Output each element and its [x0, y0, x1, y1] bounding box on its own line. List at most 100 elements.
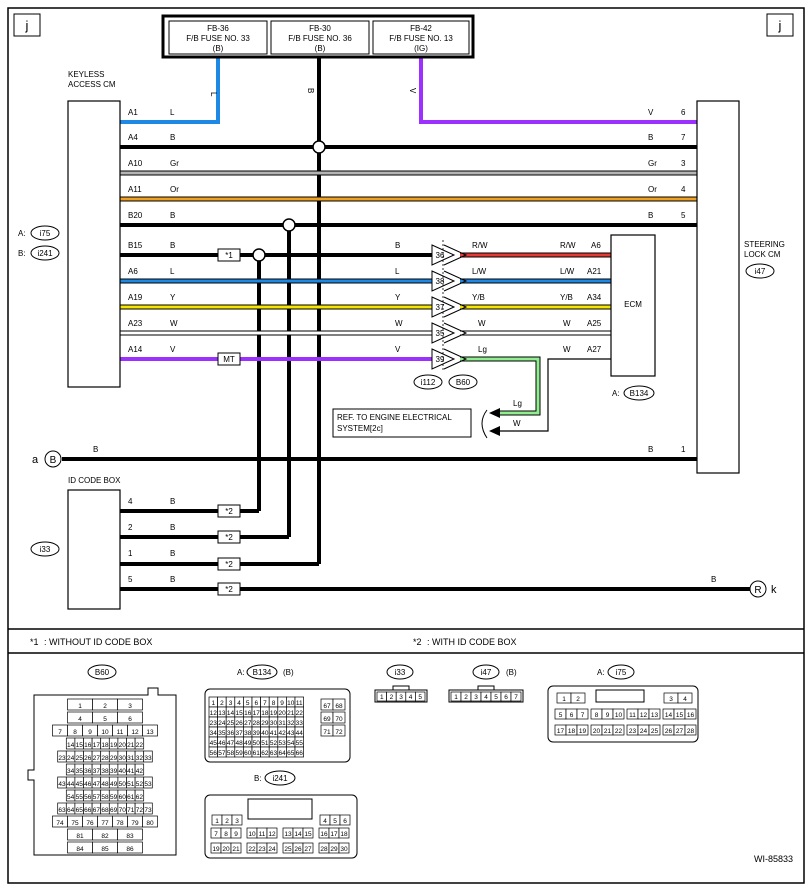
pin-number: 8	[272, 700, 276, 707]
pin-label: A4	[128, 133, 138, 142]
pin-number: 23	[258, 846, 266, 853]
b60-name: B60	[95, 668, 110, 677]
pin-cell	[332, 711, 346, 724]
pin-number: 58	[227, 750, 235, 757]
connector-tag	[264, 770, 296, 786]
ecm-title: ECM	[624, 300, 642, 309]
pin-cell	[339, 814, 351, 826]
wire-color-label: L	[170, 267, 175, 276]
pin-cell	[648, 724, 661, 736]
pin-number: 1	[211, 700, 215, 707]
pin-number: 46	[218, 740, 226, 747]
pin-cell	[510, 691, 522, 702]
pin-number: 12	[640, 712, 648, 719]
pin-number: 16	[320, 831, 328, 838]
pin-number: 79	[131, 820, 139, 827]
pin-number: 13	[284, 831, 292, 838]
pin-number: 24	[268, 846, 276, 853]
connector-tag	[246, 664, 278, 680]
i241-outline	[204, 794, 358, 859]
pin-number: 81	[76, 833, 84, 840]
pin-number: 6	[128, 716, 132, 723]
pin-number: 40	[261, 730, 269, 737]
pin-cell	[134, 789, 145, 802]
pin-number: 13	[146, 729, 154, 736]
b134-label: A:	[237, 668, 245, 677]
pin-number: 5	[246, 700, 250, 707]
i33-key	[392, 685, 410, 691]
pin-number: 25	[284, 846, 292, 853]
ecm-wire-labels: B15 B B R/W R/W A6 A6 L L L/W L/W A21 A1…	[128, 241, 602, 354]
splice-mark: *2	[225, 533, 233, 542]
pin-number: 15	[304, 831, 312, 838]
drawing-id: WI-85833	[754, 854, 793, 864]
splice-mark: *2	[225, 585, 233, 594]
pin-number: 2	[464, 694, 468, 701]
pin-number: 70	[335, 716, 343, 723]
pin-number: 28	[320, 846, 328, 853]
pin-number: 33	[296, 720, 304, 727]
pin-number: 7	[581, 712, 585, 719]
pin-number: 61	[127, 794, 135, 801]
splice-box-star1	[217, 248, 241, 262]
pin-number: 13	[218, 710, 226, 717]
pin-number: 56	[210, 750, 218, 757]
connector-a-label: A:	[18, 229, 26, 238]
pin-label: A10	[128, 159, 143, 168]
pin-number: 46	[84, 781, 92, 788]
pin-number: 37	[93, 768, 101, 775]
pin-number: 18	[340, 831, 348, 838]
pin-label: A21	[587, 267, 602, 276]
wire-color-label: B	[170, 211, 175, 220]
pin-number: 84	[76, 846, 84, 853]
page-frame	[7, 7, 805, 884]
pin-number: 27	[244, 720, 252, 727]
pin-number: 19	[579, 728, 587, 735]
pin-number: 17	[93, 742, 101, 749]
wire-color-label: Gr	[170, 159, 179, 168]
pin-cell	[117, 828, 143, 841]
pin-number: 56	[84, 794, 92, 801]
pin-number: 24	[67, 755, 75, 762]
legend-note-1: : WITHOUT ID CODE BOX	[44, 637, 152, 647]
i75-name: i75	[616, 668, 627, 677]
pin-number: 10	[287, 700, 295, 707]
pin-cell	[134, 763, 145, 776]
pin-number: 41	[127, 768, 135, 775]
pin-label: 3	[681, 159, 686, 168]
pin-cell	[134, 737, 145, 750]
fuse-wire-color: V	[408, 88, 417, 94]
pin-number: 4	[237, 700, 241, 707]
pin-label: A19	[128, 293, 143, 302]
pin-number: 10	[248, 831, 256, 838]
pin-number: 5	[103, 716, 107, 723]
pin-number: 59	[235, 750, 243, 757]
pin-number: 51	[127, 781, 135, 788]
fuse-code: FB-30	[309, 24, 331, 33]
pin-cell	[266, 827, 278, 839]
fuse-supply: (IG)	[414, 44, 428, 53]
pin-cell	[684, 724, 697, 736]
pin-label: 5	[128, 575, 133, 584]
pin-cell	[612, 724, 625, 736]
i33-name: i33	[395, 668, 406, 677]
pin-number: 14	[294, 831, 302, 838]
engine-ref-text: SYSTEM[2c]	[337, 424, 383, 433]
b134-name: B134	[253, 668, 272, 677]
fuse-name: F/B FUSE NO. 13	[389, 34, 453, 43]
pin-number: 1	[215, 818, 219, 825]
connector-b-id: i241	[37, 249, 53, 258]
pin-number: 60	[119, 794, 127, 801]
wire-color-label: W	[478, 319, 486, 328]
fuse-box-3	[372, 20, 470, 55]
pin-label: A34	[587, 293, 602, 302]
pin-number: 85	[101, 846, 109, 853]
pin-number: 42	[278, 730, 286, 737]
pin-number: 6	[504, 694, 508, 701]
pin-number: 65	[76, 807, 84, 814]
svg-text:39: 39	[436, 355, 445, 364]
i75-key	[595, 689, 645, 703]
pin-number: 4	[409, 694, 413, 701]
wire-color-label: Y/B	[560, 293, 573, 302]
